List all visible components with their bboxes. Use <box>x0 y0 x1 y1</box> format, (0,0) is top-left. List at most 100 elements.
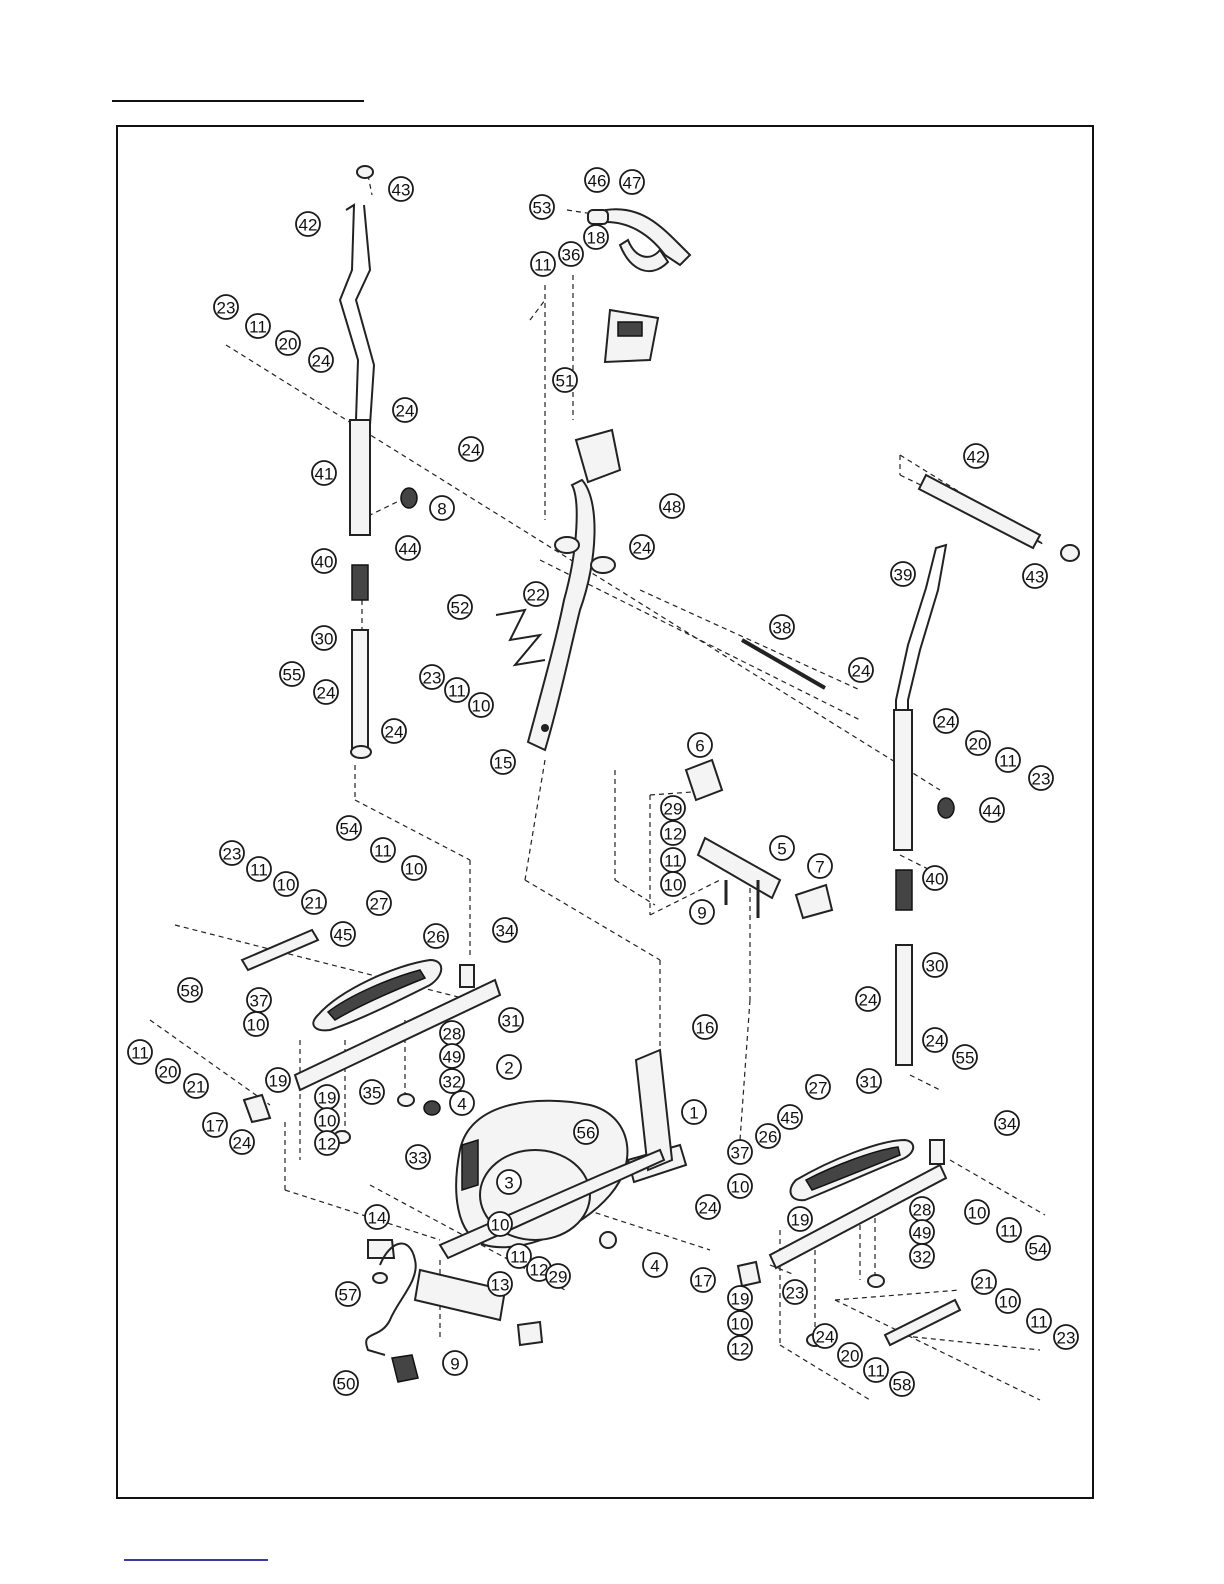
callout-number: 29 <box>549 1268 568 1287</box>
part-callout: 10 <box>727 1173 753 1199</box>
part-callout: 14 <box>364 1204 390 1230</box>
part-callout: 19 <box>787 1206 813 1232</box>
callout-circle <box>855 986 881 1012</box>
callout-number: 23 <box>423 669 442 688</box>
callout-circle <box>183 1073 209 1099</box>
callout-number: 13 <box>491 1276 510 1295</box>
part-callout: 11 <box>506 1243 532 1269</box>
callout-number: 55 <box>956 1049 975 1068</box>
part-callout: 11 <box>370 837 396 863</box>
callout-circle <box>952 1044 978 1070</box>
callout-circle <box>727 1285 753 1311</box>
callout-circle <box>311 460 337 486</box>
callout-number: 23 <box>1057 1329 1076 1348</box>
part-callout: 24 <box>308 347 334 373</box>
callout-number: 10 <box>731 1315 750 1334</box>
callout-circle <box>660 871 686 897</box>
callout-circle <box>933 708 959 734</box>
part-callout: 28 <box>909 1196 935 1222</box>
callout-circle <box>971 1269 997 1295</box>
part-callout: 29 <box>660 795 686 821</box>
callout-number: 51 <box>556 372 575 391</box>
part-callout: 21 <box>971 1269 997 1295</box>
part-callout: 23 <box>219 840 245 866</box>
callout-number: 20 <box>279 335 298 354</box>
part-callout: 24 <box>848 657 874 683</box>
part-callout: 11 <box>660 847 686 873</box>
callout-circle <box>964 1199 990 1225</box>
part-callout: 12 <box>314 1130 340 1156</box>
callout-number: 38 <box>773 619 792 638</box>
callout-number: 7 <box>815 858 824 877</box>
part-callout: 58 <box>177 977 203 1003</box>
part-callout: 19 <box>314 1084 340 1110</box>
part-callout: 10 <box>273 871 299 897</box>
part-callout: 5 <box>769 835 795 861</box>
callout-number: 10 <box>999 1293 1018 1312</box>
callout-number: 24 <box>462 441 481 460</box>
part-callout: 55 <box>279 661 305 687</box>
part-callout: 24 <box>381 718 407 744</box>
callout-number: 24 <box>396 402 415 421</box>
callout-circle <box>496 1054 522 1080</box>
part-callout: 35 <box>359 1079 385 1105</box>
callout-circle <box>755 1123 781 1149</box>
callout-number: 22 <box>527 586 546 605</box>
callout-circle <box>584 167 610 193</box>
callout-number: 45 <box>781 1109 800 1128</box>
callout-circle <box>890 561 916 587</box>
callout-number: 26 <box>427 928 446 947</box>
callout-number: 23 <box>217 299 236 318</box>
callout-circle <box>423 923 449 949</box>
callout-circle <box>1028 765 1054 791</box>
callout-number: 24 <box>926 1032 945 1051</box>
callout-number: 10 <box>664 876 683 895</box>
callout-number: 17 <box>694 1272 713 1291</box>
callout-number: 20 <box>159 1063 178 1082</box>
callout-number: 53 <box>533 199 552 218</box>
part-callout: 11 <box>530 251 556 277</box>
part-callout: 46 <box>584 167 610 193</box>
part-callout: 4 <box>449 1090 475 1116</box>
callout-circle <box>558 241 584 267</box>
callout-circle <box>1053 1324 1079 1350</box>
part-callout: 10 <box>243 1011 269 1037</box>
callout-circle <box>177 977 203 1003</box>
callout-circle <box>687 732 713 758</box>
part-callout: 48 <box>659 493 685 519</box>
part-callout: 24 <box>458 436 484 462</box>
callout-number: 43 <box>1026 568 1045 587</box>
part-callout: 43 <box>388 176 414 202</box>
part-callout: 4 <box>642 1252 668 1278</box>
callout-number: 11 <box>250 861 268 880</box>
callout-circle <box>848 657 874 683</box>
part-callout: 49 <box>439 1043 465 1069</box>
callout-circle <box>996 1217 1022 1243</box>
callout-number: 23 <box>1032 770 1051 789</box>
part-callout: 42 <box>963 443 989 469</box>
part-callout: 20 <box>837 1342 863 1368</box>
callout-number: 24 <box>317 684 336 703</box>
callout-number: 2 <box>504 1059 513 1078</box>
callout-circle <box>619 169 645 195</box>
callout-circle <box>359 1079 385 1105</box>
callout-circle <box>468 692 494 718</box>
part-callout: 15 <box>490 749 516 775</box>
callout-circle <box>366 890 392 916</box>
callout-circle <box>487 1211 513 1237</box>
callout-circle <box>689 899 715 925</box>
callout-number: 24 <box>233 1134 252 1153</box>
part-callout: 53 <box>529 194 555 220</box>
callout-circle <box>963 443 989 469</box>
callout-circle <box>490 749 516 775</box>
callout-number: 11 <box>999 752 1017 771</box>
callout-number: 32 <box>913 1248 932 1267</box>
part-callout: 10 <box>660 871 686 897</box>
part-callout: 10 <box>964 1199 990 1225</box>
callout-number: 27 <box>809 1079 828 1098</box>
callout-circle <box>727 1310 753 1336</box>
callout-circle <box>642 1252 668 1278</box>
callout-circle <box>787 1206 813 1232</box>
callout-number: 50 <box>337 1375 356 1394</box>
part-callout: 40 <box>922 865 948 891</box>
